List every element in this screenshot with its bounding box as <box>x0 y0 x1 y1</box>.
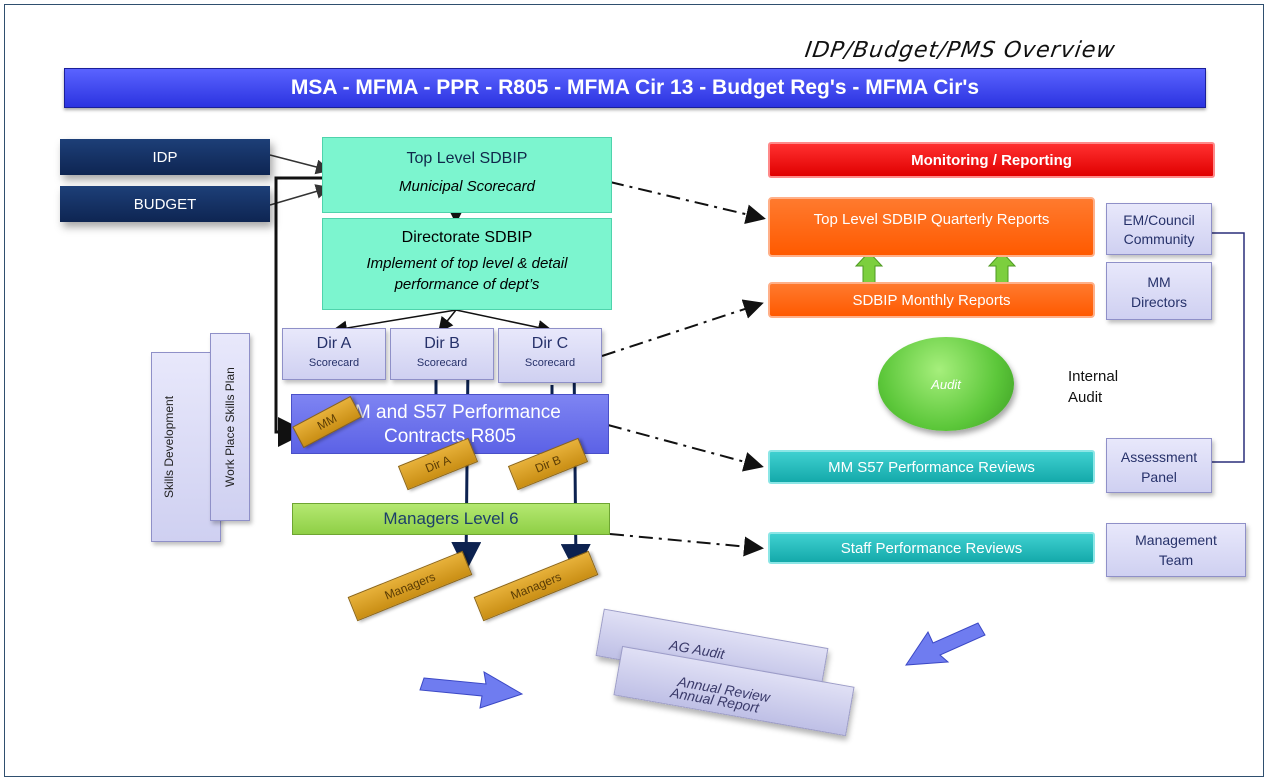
top-level-sdbip-title: Top Level SDBIP <box>406 150 528 167</box>
dir-c-scorecard: Dir C Scorecard <box>498 328 602 383</box>
directorate-sdbip-subtitle: Implement of top level & detail performa… <box>366 255 568 293</box>
blue-3d-arrow-right <box>419 671 524 709</box>
dir-c-sub: Scorecard <box>524 357 576 369</box>
idp-box: IDP <box>60 139 270 175</box>
dir-b-scorecard: Dir B Scorecard <box>390 328 494 380</box>
skills-development-label: Skills Development <box>162 395 176 499</box>
legislation-banner: MSA - MFMA - PPR - R805 - MFMA Cir 13 - … <box>64 68 1206 108</box>
diagram-title: IDP/Budget/PMS Overview <box>803 38 1118 63</box>
top-level-sdbip: Top Level SDBIP Municipal Scorecard <box>322 137 612 213</box>
staff-performance-reviews: Staff Performance Reviews <box>768 532 1095 564</box>
dir-a-name: Dir A <box>316 335 352 352</box>
budget-box: BUDGET <box>60 186 270 222</box>
managers-level-6: Managers Level 6 <box>292 503 610 535</box>
assessment-panel-box: Assessment Panel <box>1106 438 1212 493</box>
audit-button-label: Audit <box>931 376 961 392</box>
green-up-arrow <box>987 251 1017 285</box>
contracts-line-2: Contracts R805 <box>383 426 516 447</box>
blue-3d-arrow-left <box>905 622 986 666</box>
mm-s57-reviews: MM S57 Performance Reviews <box>768 450 1095 484</box>
directorate-sdbip-title: Directorate SDBIP <box>401 229 533 246</box>
workplace-skills-plan-label: Work Place Skills Plan <box>223 367 237 487</box>
workplace-skills-plan-box: Work Place Skills Plan <box>210 333 250 521</box>
audit-button: Audit <box>878 337 1014 431</box>
directorate-sdbip: Directorate SDBIP Implement of top level… <box>322 218 612 310</box>
internal-audit-label: Internal Audit <box>1068 368 1119 406</box>
mm-directors-box: MM Directors <box>1106 262 1212 320</box>
contracts-line-1: MM and S57 Performance <box>339 402 561 423</box>
dir-b-name: Dir B <box>424 335 460 352</box>
dir-a-sub: Scorecard <box>308 357 360 369</box>
monthly-reports: SDBIP Monthly Reports <box>768 282 1095 318</box>
green-up-arrow <box>854 251 884 285</box>
dir-b-sub: Scorecard <box>416 357 468 369</box>
em-council-box: EM/Council Community <box>1106 203 1212 255</box>
dir-a-scorecard: Dir A Scorecard <box>282 328 386 380</box>
monitoring-reporting-header: Monitoring / Reporting <box>768 142 1215 178</box>
management-team-box: Management Team <box>1106 523 1246 577</box>
top-level-sdbip-subtitle: Municipal Scorecard <box>399 178 535 195</box>
skills-development-box: Skills Development <box>151 352 221 542</box>
quarterly-reports: Top Level SDBIP Quarterly Reports <box>768 197 1095 257</box>
dir-c-name: Dir C <box>531 335 569 352</box>
